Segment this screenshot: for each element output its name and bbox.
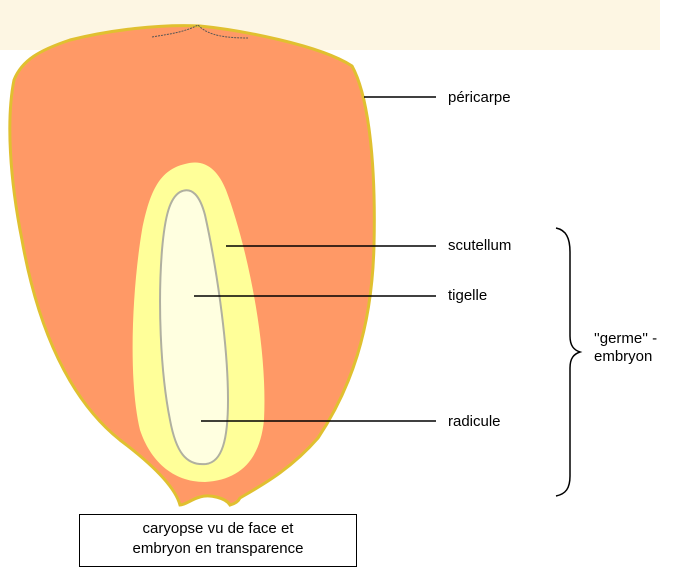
germe-brace — [556, 228, 580, 496]
label-scutellum: scutellum — [448, 237, 511, 254]
caption-line2: embryon en transparence — [80, 539, 356, 559]
label-radicule: radicule — [448, 413, 501, 430]
label-pericarpe: péricarpe — [448, 89, 511, 106]
caption-box: caryopse vu de face et embryon en transp… — [79, 514, 357, 567]
label-germe-line1: ''germe'' - — [594, 330, 685, 348]
caption-line1: caryopse vu de face et — [80, 519, 356, 539]
label-germe-line2: embryon — [594, 348, 685, 366]
label-tigelle: tigelle — [448, 287, 487, 304]
label-germe-embryon: ''germe'' - embryon — [594, 330, 685, 366]
